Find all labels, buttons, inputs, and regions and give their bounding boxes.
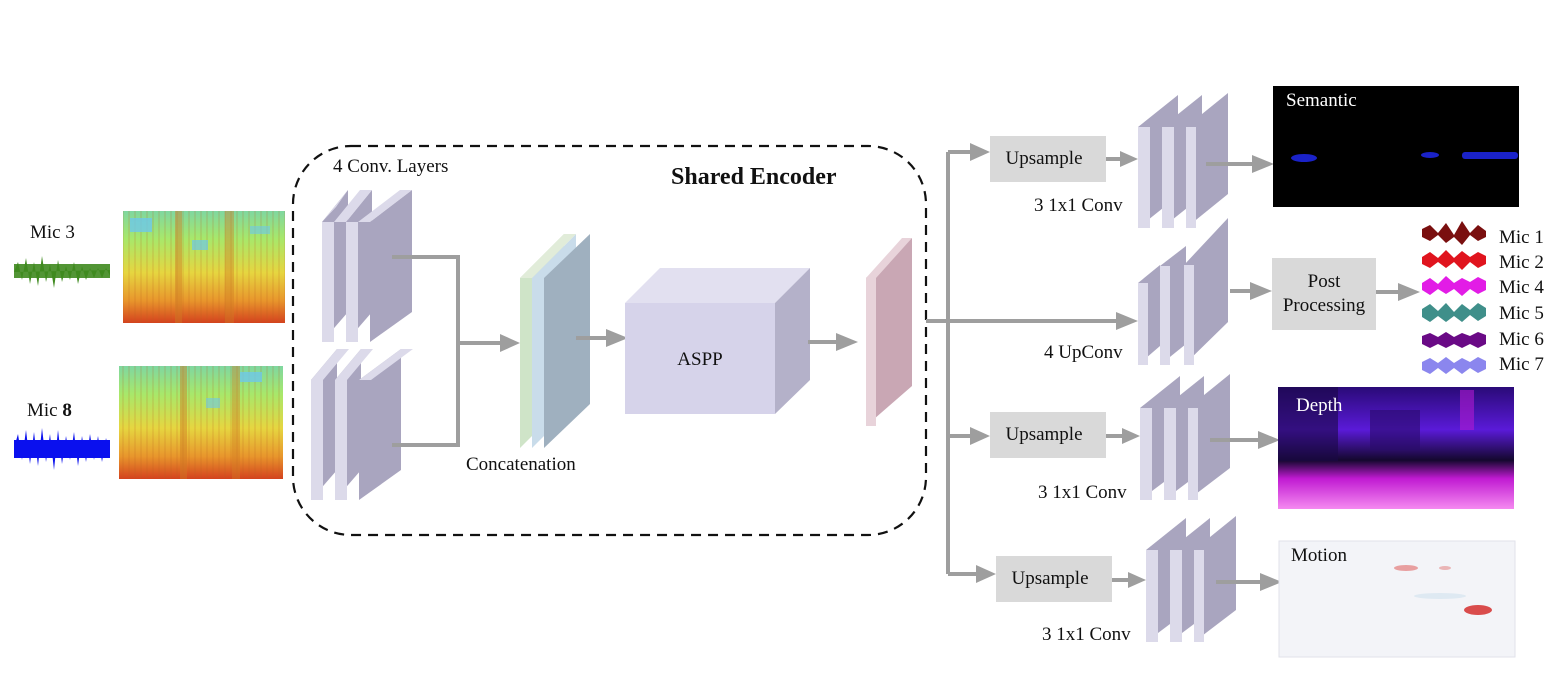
audio-output-label-mic1: Mic 1: [1499, 227, 1544, 248]
input-mic3: [14, 211, 285, 323]
depth-output-image: [1278, 387, 1514, 509]
waveform-mic6: [1422, 332, 1486, 348]
motion-label: Motion: [1291, 545, 1347, 566]
semantic-label: Semantic: [1286, 90, 1357, 111]
shared-encoder-boundary: [291, 144, 928, 537]
decoder-upconv-audio: [1138, 218, 1228, 365]
aspp-block: [625, 268, 810, 414]
waveform-mic4: [1422, 276, 1486, 296]
arrow-to-concat: [500, 334, 520, 352]
conv-label-depth: 3 1x1 Conv: [1038, 482, 1127, 503]
waveform-mic1: [1422, 221, 1486, 245]
conv-layers-label: 4 Conv. Layers: [333, 156, 449, 177]
depth-label: Depth: [1296, 395, 1343, 416]
waveform-mic2: [1422, 250, 1486, 270]
concatenation-block: [520, 234, 590, 448]
waveform-mic5: [1422, 303, 1486, 322]
upsample-box-semantic: [990, 136, 1106, 182]
arrow-to-feature: [836, 333, 858, 351]
arrow-to-aspp: [606, 329, 628, 347]
encoder-connectors: [392, 255, 506, 447]
mic8-input-label: Mic 8: [27, 400, 72, 421]
audio-output-label-mic4: Mic 4: [1499, 277, 1544, 298]
conv-label-motion: 3 1x1 Conv: [1042, 624, 1131, 645]
upsample-box-depth: [990, 412, 1106, 458]
upsample-box-motion: [996, 556, 1112, 602]
post-processing-box: [1272, 258, 1376, 330]
audio-output-label-mic6: Mic 6: [1499, 329, 1544, 350]
audio-output-label-mic5: Mic 5: [1499, 303, 1544, 324]
concatenation-label: Concatenation: [466, 454, 576, 475]
conv-stack-top: [322, 190, 412, 342]
motion-output-image: [1278, 540, 1516, 658]
conv-stack-bottom: [311, 349, 413, 500]
decoder-conv-depth: [1140, 374, 1230, 500]
audio-output-label-mic2: Mic 2: [1499, 252, 1544, 273]
decoder-conv-motion: [1146, 516, 1236, 642]
shared-encoder-title: Shared Encoder: [671, 164, 837, 190]
upconv-label: 4 UpConv: [1044, 342, 1123, 363]
waveform-mic7: [1422, 357, 1486, 374]
semantic-output-image: [1273, 86, 1519, 207]
input-mic8: [14, 366, 283, 479]
audio-output-waveforms: [1422, 221, 1486, 374]
mic3-input-label: Mic 3: [30, 222, 75, 243]
conv-label-semantic: 3 1x1 Conv: [1034, 195, 1123, 216]
audio-output-label-mic7: Mic 7: [1499, 354, 1544, 375]
decoder-conv-semantic: [1138, 93, 1228, 228]
encoder-output-feature: [866, 238, 912, 426]
decoder-trunk: [926, 150, 1122, 576]
